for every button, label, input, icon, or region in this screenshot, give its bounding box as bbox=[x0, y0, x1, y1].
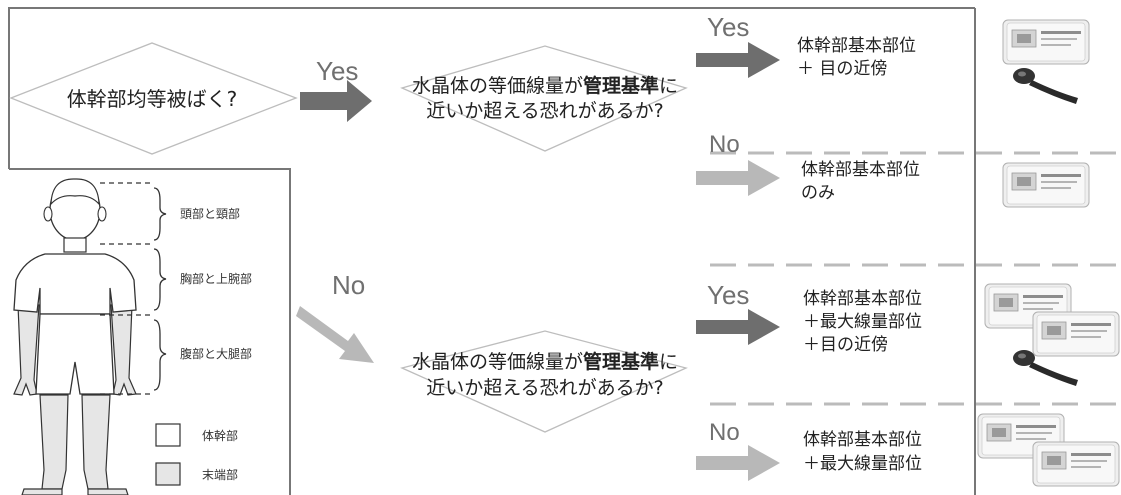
dosimeter-icon bbox=[1002, 162, 1090, 208]
decision1-diamond bbox=[9, 42, 298, 155]
eye-dosimeter-icon bbox=[1013, 68, 1078, 104]
decision1-yes-label: Yes bbox=[316, 56, 358, 86]
outcome3-line2: ＋最大線量部位 bbox=[803, 312, 922, 332]
decision2-line2: 近いか超える恐れがあるか? bbox=[426, 100, 664, 122]
decision3-line1: 水晶体の等価線量が管理基準に bbox=[412, 350, 678, 373]
legend-label-trunk: 体幹部 bbox=[202, 428, 238, 443]
region-head-neck: 頭部と頸部 bbox=[180, 206, 240, 221]
outcome2-line1: 体幹部基本部位 bbox=[801, 159, 920, 180]
decision1-no-label: No bbox=[332, 270, 365, 300]
top-frame bbox=[8, 7, 975, 169]
outcome3-answer: Yes bbox=[707, 280, 749, 310]
outcome1-answer: Yes bbox=[707, 12, 749, 42]
decision2-diamond bbox=[400, 45, 688, 152]
outcome2-line2: のみ bbox=[801, 183, 835, 203]
region-chest-upper-arm: 胸部と上腕部 bbox=[180, 271, 252, 286]
decision1-label: 体幹部均等被ばく? bbox=[67, 87, 238, 111]
decision3-diamond bbox=[400, 330, 688, 433]
outcome3-arrow bbox=[696, 309, 780, 345]
outcome4-line1: 体幹部基本部位 bbox=[803, 429, 922, 450]
outcome4-answer: No bbox=[709, 419, 740, 446]
legend-label-extremity: 末端部 bbox=[202, 467, 238, 482]
outcome3-line3: ＋目の近傍 bbox=[803, 335, 888, 355]
outcome2-answer: No bbox=[709, 131, 740, 158]
outcome1-line1: 体幹部基本部位 bbox=[797, 35, 916, 56]
dosimeter-icon bbox=[1002, 19, 1090, 65]
outcome2-arrow bbox=[696, 160, 780, 196]
dosimeter-icon bbox=[1032, 441, 1120, 487]
body-figure bbox=[13, 178, 167, 495]
decision1-no-arrow bbox=[296, 306, 374, 363]
legend-swatch-extremity bbox=[155, 462, 181, 486]
outcome1-arrow bbox=[696, 42, 780, 78]
legend-swatch-trunk bbox=[155, 423, 181, 447]
outcome1-line2: ＋ 目の近傍 bbox=[797, 59, 887, 79]
figure-frame bbox=[9, 168, 291, 495]
dosimeter-icon bbox=[1032, 311, 1120, 357]
region-abdomen-thigh: 腹部と大腿部 bbox=[180, 346, 252, 361]
outcome4-line2: ＋最大線量部位 bbox=[803, 454, 922, 474]
outcome4-arrow bbox=[696, 445, 780, 481]
decision3-line2: 近いか超える恐れがあるか? bbox=[426, 377, 664, 399]
decision1-yes-arrow bbox=[300, 80, 372, 122]
outcome3-line1: 体幹部基本部位 bbox=[803, 288, 922, 309]
decision2-line1: 水晶体の等価線量が管理基準に bbox=[412, 74, 678, 97]
